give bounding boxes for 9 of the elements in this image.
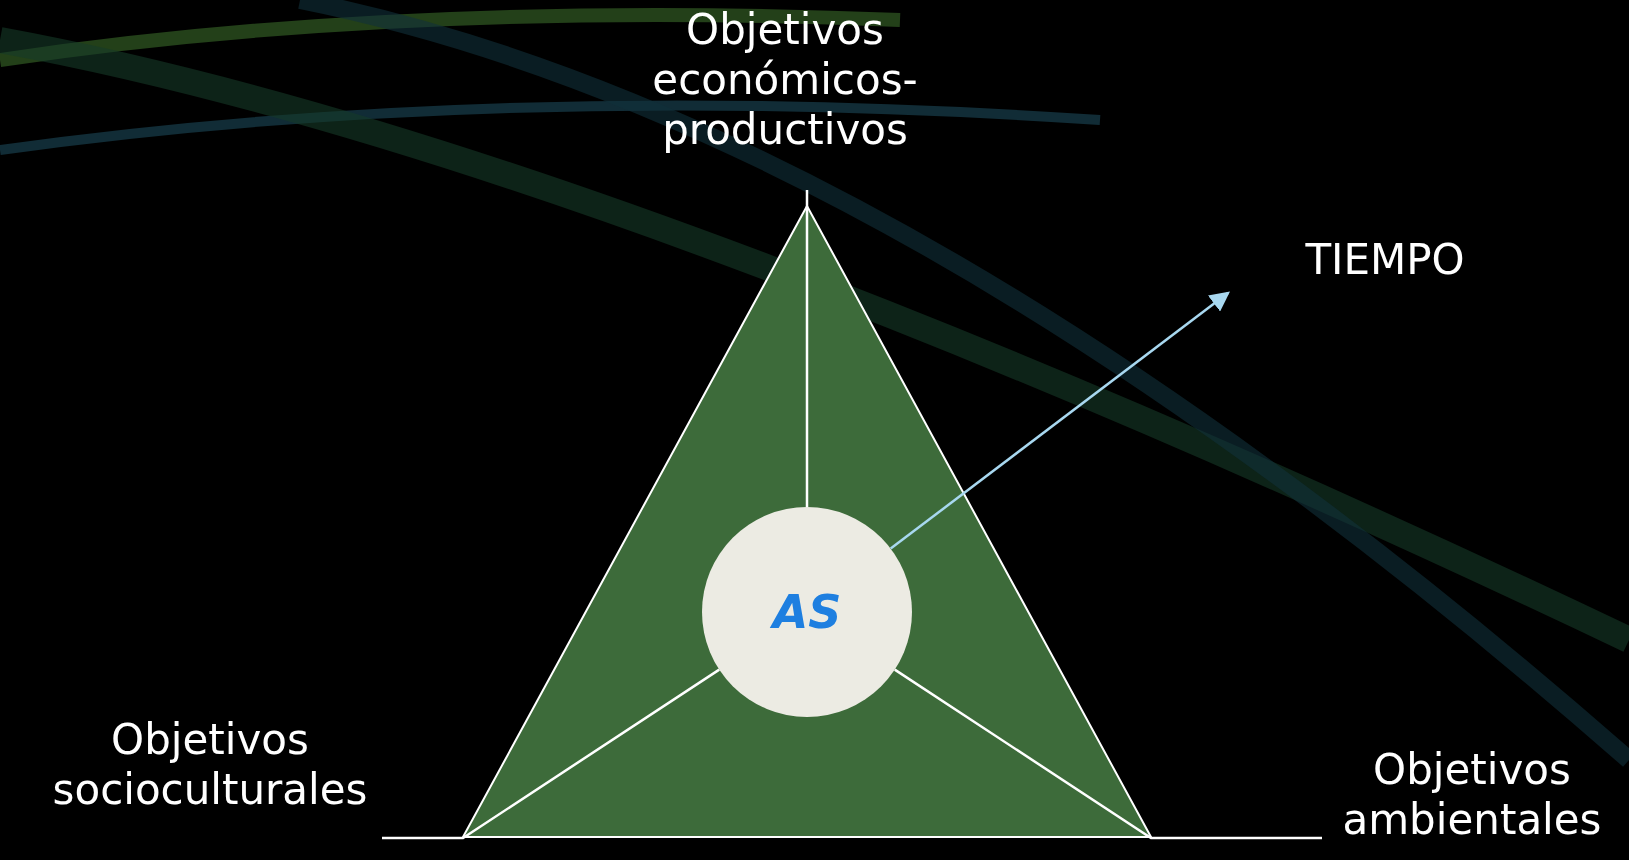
connector-line (382, 668, 720, 840)
objective-label: Objetivos económicos-productivos (600, 5, 970, 190)
arrow (889, 291, 1230, 550)
axis-label: TIEMPO (1265, 225, 1505, 295)
connector-line (894, 668, 1322, 840)
connector-line (805, 190, 809, 507)
objective-label: Objetivos socioculturales (40, 715, 380, 840)
triangle-shape (462, 205, 1152, 838)
objective-label: Objetivos ambientales (1322, 745, 1622, 860)
